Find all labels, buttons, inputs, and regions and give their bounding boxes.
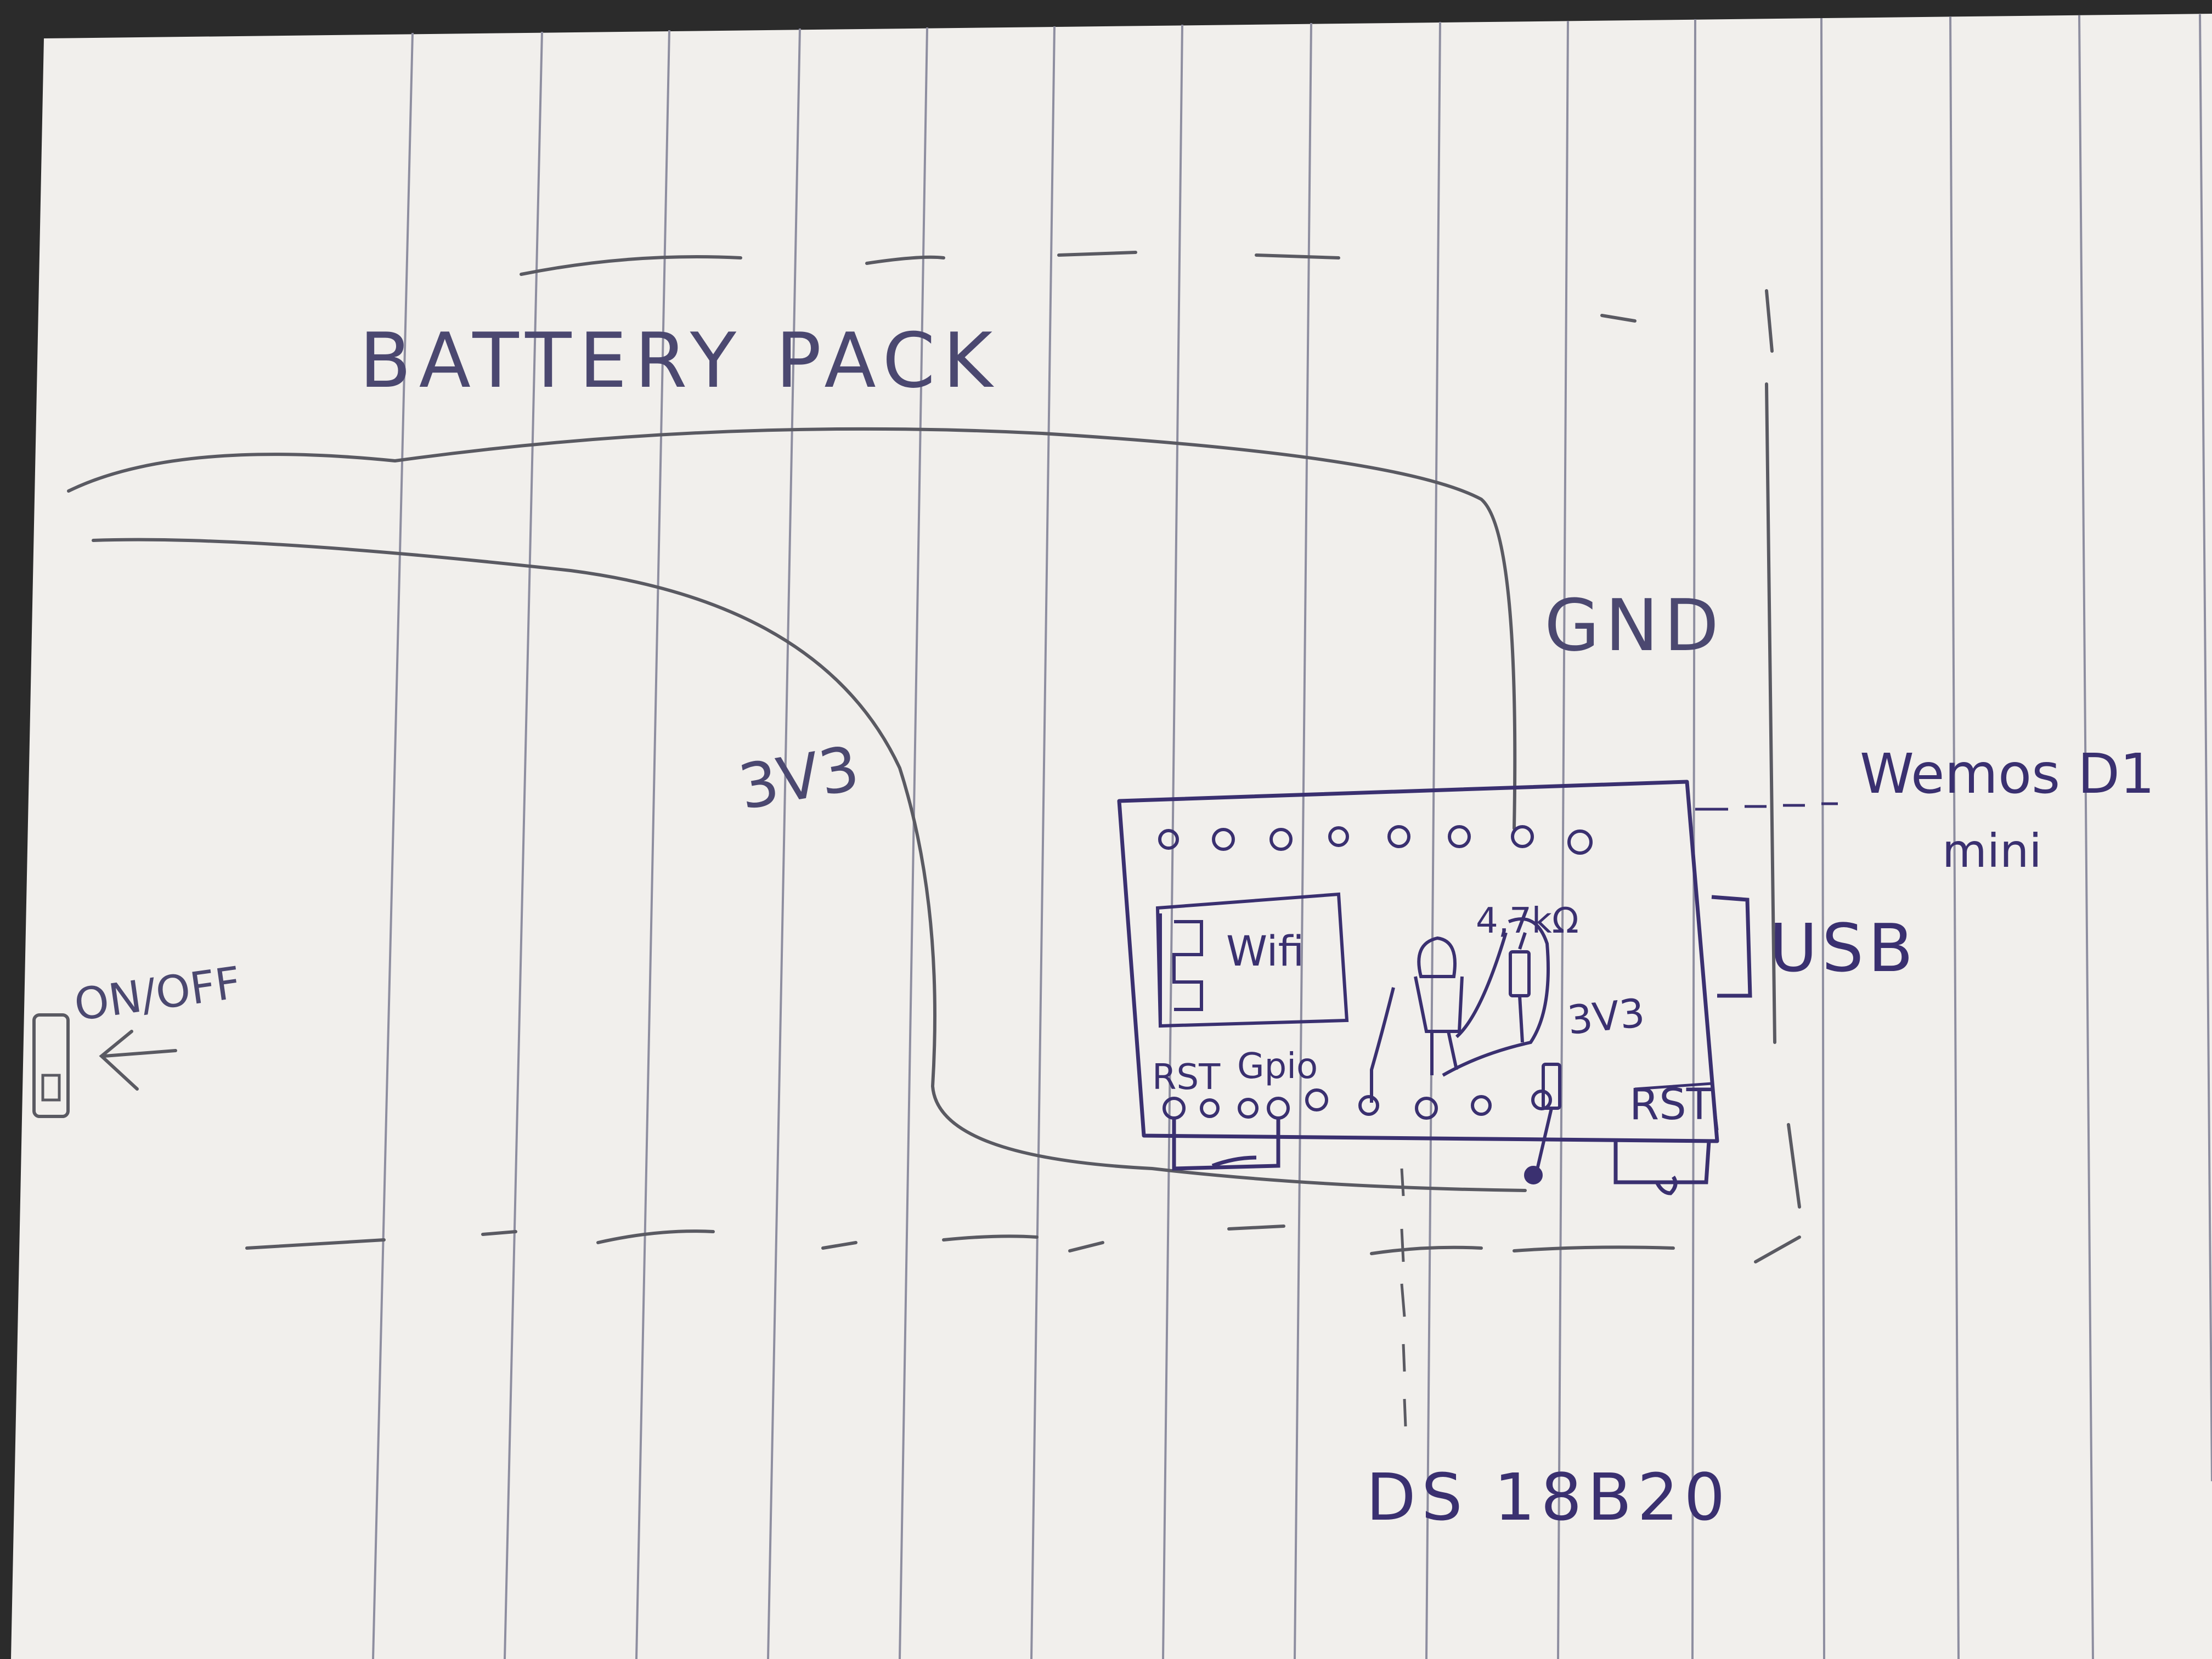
sensor-label: DS 18B20	[1366, 1459, 1731, 1535]
rst-button-bracket	[1613, 1141, 1711, 1195]
v33-board-label: 3V3	[1565, 990, 1647, 1043]
arrow-left-icon	[99, 1030, 177, 1091]
rst-button-box	[1634, 1082, 1719, 1131]
gpio-label: Gpio	[1237, 1046, 1318, 1087]
resistor-label: 4,7kΩ	[1476, 901, 1579, 941]
rst-right-label: RST	[1629, 1080, 1713, 1130]
v33-wire	[92, 538, 1527, 1192]
bottom-header-pins	[1163, 1088, 1552, 1120]
sensor-and-resistor-drawing	[1370, 917, 1561, 1184]
board-name-pointer	[1695, 802, 1838, 811]
top-header-pins	[1158, 825, 1593, 855]
board-name-line2: mini	[1942, 824, 2042, 878]
paper-sheet	[11, 14, 2212, 1659]
rst-left-label: RST	[1152, 1057, 1221, 1098]
gnd-label: GND	[1544, 584, 1724, 667]
gnd-wire	[67, 427, 1517, 830]
usb-label: USB	[1769, 911, 1917, 987]
wemos-board-outline	[1117, 780, 1719, 1143]
paper-ruling-lines	[372, 14, 2212, 1659]
sensor-dashed-line	[1400, 1168, 1407, 1427]
battery-pack-label: BATTERY PACK	[359, 317, 1000, 405]
battery-pack-outline	[245, 251, 1801, 1263]
on-off-switch	[32, 1013, 70, 1118]
wifi-label: Wifi	[1226, 927, 1304, 975]
usb-connector	[1711, 895, 1752, 998]
rst-gpio-bridge-wire	[1172, 1119, 1280, 1171]
wifi-module	[1155, 892, 1349, 1028]
board-name-line1: Wemos D1	[1860, 742, 2155, 806]
